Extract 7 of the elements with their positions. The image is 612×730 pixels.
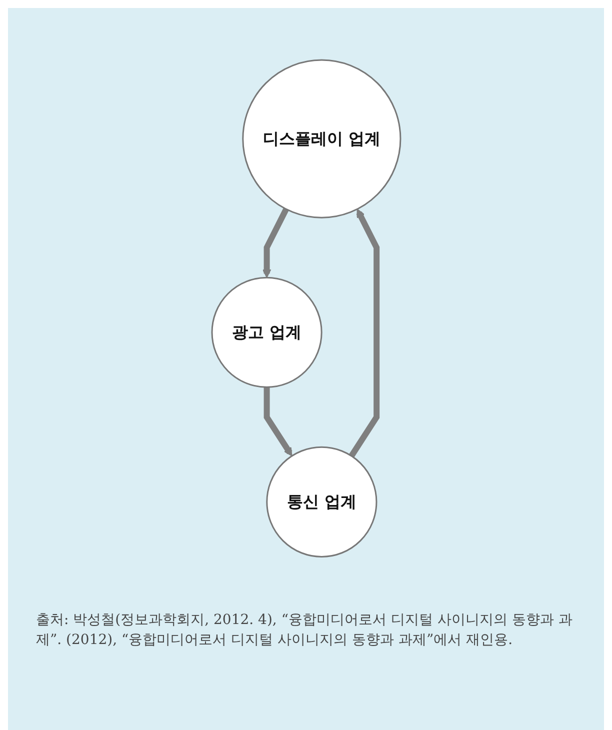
arrow bbox=[262, 207, 289, 278]
arrow bbox=[348, 208, 380, 458]
arrow bbox=[264, 386, 292, 456]
caption: 출처: 박성철(정보과학회지, 2012. 4), “융합미디어로서 디지털 사이니지의 동향과 과제”. (2012), “융합미디어로서 디지털 사이니지의 동향과 과제”에서 재인용. bbox=[36, 611, 574, 650]
node-circle: 디스플레이 업계 bbox=[242, 58, 401, 218]
node-circle: 통신 업계 bbox=[266, 446, 377, 558]
node-circle: 광고 업계 bbox=[211, 276, 322, 388]
